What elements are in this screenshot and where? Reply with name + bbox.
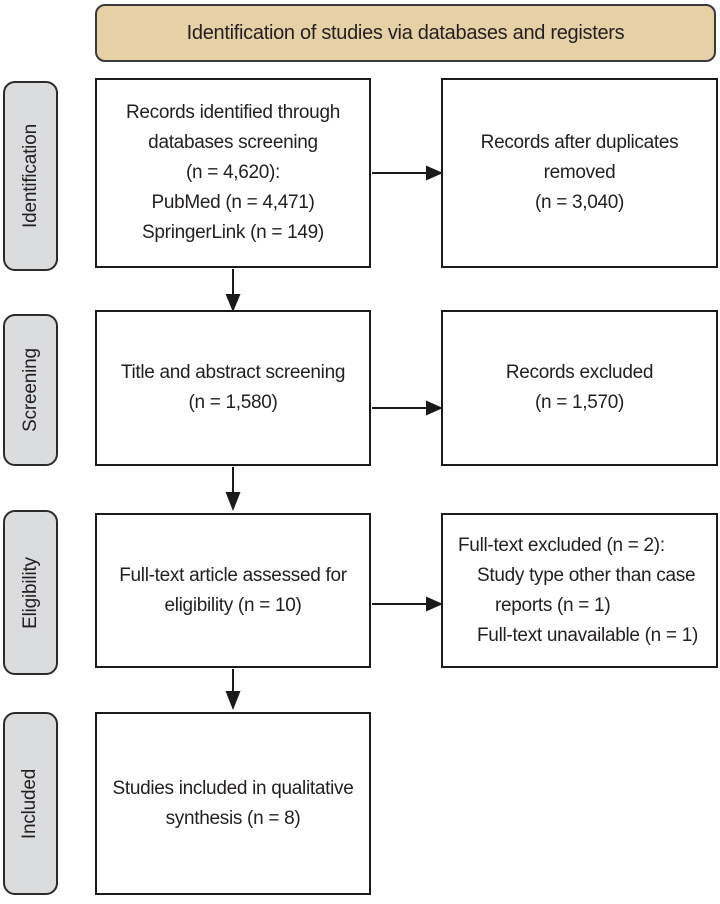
box-text-line: PubMed (n = 4,471) <box>151 192 315 213</box>
diagram-title-banner: Identification of studies via databases … <box>95 4 716 62</box>
box-text-line: Studies included in qualitative <box>112 777 354 799</box>
box-text-line: synthesis (n = 8) <box>165 807 301 829</box>
stage-label-screening: Screening <box>3 314 58 466</box>
arrow-screening-to-excluded-icon <box>372 400 443 416</box>
arrow-eligibility-to-included-icon <box>225 669 241 710</box>
box-text-line: (n = 4,620): <box>185 162 281 183</box>
box-duplicates-removed: Records after duplicates removed (n = 3,… <box>441 78 718 268</box>
box-text-line: reports (n = 1) <box>495 595 611 616</box>
stage-label-text: Identification <box>19 124 41 228</box>
box-records-excluded: Records excluded (n = 1,570) <box>441 310 718 466</box>
box-text-line: Study type other than case <box>477 565 696 586</box>
stage-label-text: Eligibility <box>19 556 41 629</box>
box-title-abstract-screening: Title and abstract screening (n = 1,580) <box>95 310 371 466</box>
box-text-line: databases screening <box>148 132 318 153</box>
box-text-line: (n = 3,040) <box>534 192 625 213</box>
stage-label-text: Screening <box>19 348 41 432</box>
box-text-line: (n = 1,580) <box>188 392 278 413</box>
stage-label-identification: Identification <box>3 81 58 271</box>
box-fulltext-assessed: Full-text article assessed for eligibili… <box>95 513 371 668</box>
stage-label-text: Included <box>19 768 41 839</box>
box-text-line: (n = 1,570) <box>534 392 625 413</box>
box-text-line: Full-text excluded (n = 2): <box>458 535 665 556</box>
box-text-line: Records after duplicates <box>480 132 679 153</box>
box-text-line: Title and abstract screening <box>120 362 346 383</box>
box-fulltext-excluded: Full-text excluded (n = 2): Study type o… <box>441 513 718 668</box>
box-records-identified: Records identified through databases scr… <box>95 78 371 268</box>
arrow-eligibility-to-excluded-icon <box>372 596 443 612</box>
box-studies-included: Studies included in qualitative synthesi… <box>95 712 371 895</box>
stage-label-included: Included <box>3 712 58 895</box>
box-text-line: Full-text article assessed for <box>119 564 347 586</box>
box-text-line: Records excluded <box>505 362 654 383</box>
box-text-line: removed <box>543 162 616 183</box>
diagram-title: Identification of studies via databases … <box>186 21 625 44</box>
box-text-line: Full-text unavailable (n = 1) <box>477 625 698 646</box>
box-text-line: SpringerLink (n = 149) <box>142 222 324 243</box>
stage-label-eligibility: Eligibility <box>3 510 58 675</box>
arrow-identification-to-screening-icon <box>225 269 241 312</box>
box-text-line: eligibility (n = 10) <box>164 594 302 616</box>
arrow-screening-to-eligibility-icon <box>225 467 241 511</box>
arrow-identified-to-duplicates-icon <box>372 165 443 181</box>
box-text-line: Records identified through <box>125 102 340 123</box>
